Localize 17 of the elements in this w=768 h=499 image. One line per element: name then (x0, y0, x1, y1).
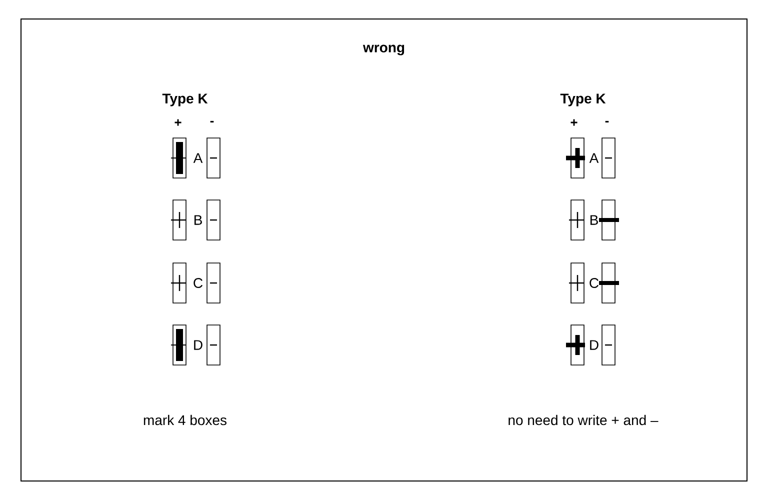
candidate-letter: C (590, 278, 599, 288)
column-heading: Type K (560, 94, 606, 106)
column-heading: Type K (162, 94, 208, 106)
polarity-sign: - (605, 120, 609, 122)
candidate-letter: A (589, 153, 599, 163)
candidate-letter: B (590, 215, 598, 225)
candidate-letter: A (193, 153, 203, 163)
polarity-sign: + (570, 119, 578, 126)
candidate-letter: B (194, 215, 202, 225)
caption: no need to write + and – (508, 414, 658, 426)
polarity-sign: - (210, 120, 214, 122)
caption: mark 4 boxes (144, 414, 226, 426)
candidate-letter: D (590, 340, 598, 350)
candidate-letter: C (194, 278, 203, 288)
candidate-letter: D (194, 340, 202, 350)
polarity-sign: + (174, 119, 182, 126)
title: wrong (362, 44, 404, 56)
